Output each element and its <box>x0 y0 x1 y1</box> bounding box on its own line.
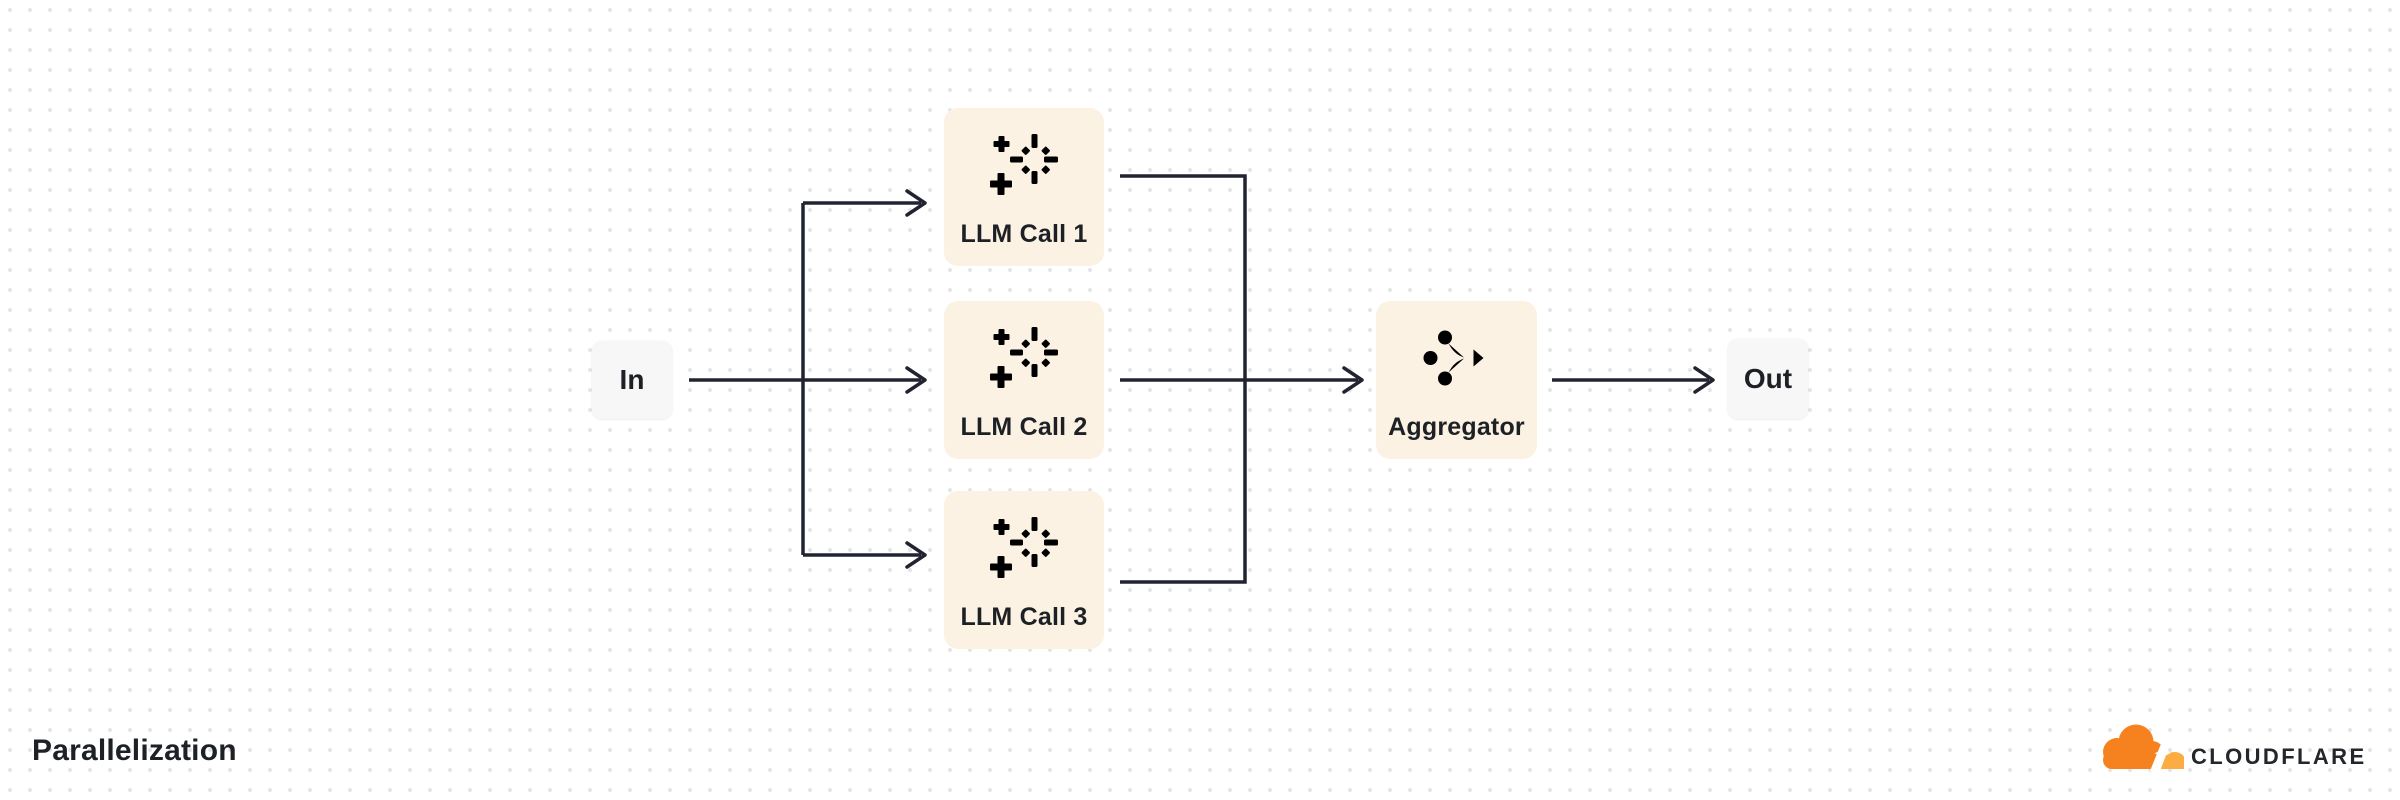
cloudflare-cloud-icon <box>2103 724 2184 771</box>
node-llm-call-2: LLM Call 2 <box>944 301 1104 459</box>
arrowhead-aggregator <box>1342 366 1364 394</box>
arrowhead-llm2 <box>905 366 927 394</box>
sparkle-burst-icon <box>990 517 1058 579</box>
node-llm-call-3-label: LLM Call 3 <box>960 603 1088 631</box>
cloudflare-logo: CLOUDFLARE <box>2092 721 2367 771</box>
node-in-label: In <box>619 364 645 395</box>
node-aggregator: Aggregator <box>1376 301 1537 459</box>
node-llm-call-2-label: LLM Call 2 <box>960 413 1088 441</box>
merge-arrow-icon <box>1422 327 1492 389</box>
arrowhead-llm3 <box>905 541 927 569</box>
sparkle-burst-icon <box>990 327 1058 389</box>
arrowhead-llm1 <box>905 189 927 217</box>
arrowhead-out <box>1693 366 1715 394</box>
sparkle-burst-icon <box>990 134 1058 196</box>
node-in: In <box>592 341 672 419</box>
node-llm-call-1: LLM Call 1 <box>944 108 1104 266</box>
node-llm-call-1-label: LLM Call 1 <box>960 220 1088 248</box>
page-title: Parallelization <box>32 734 237 767</box>
node-llm-call-3: LLM Call 3 <box>944 491 1104 649</box>
node-out: Out <box>1728 339 1808 419</box>
cloudflare-wordmark: CLOUDFLARE <box>2191 744 2367 769</box>
node-aggregator-label: Aggregator <box>1388 413 1525 441</box>
node-out-label: Out <box>1743 363 1793 394</box>
